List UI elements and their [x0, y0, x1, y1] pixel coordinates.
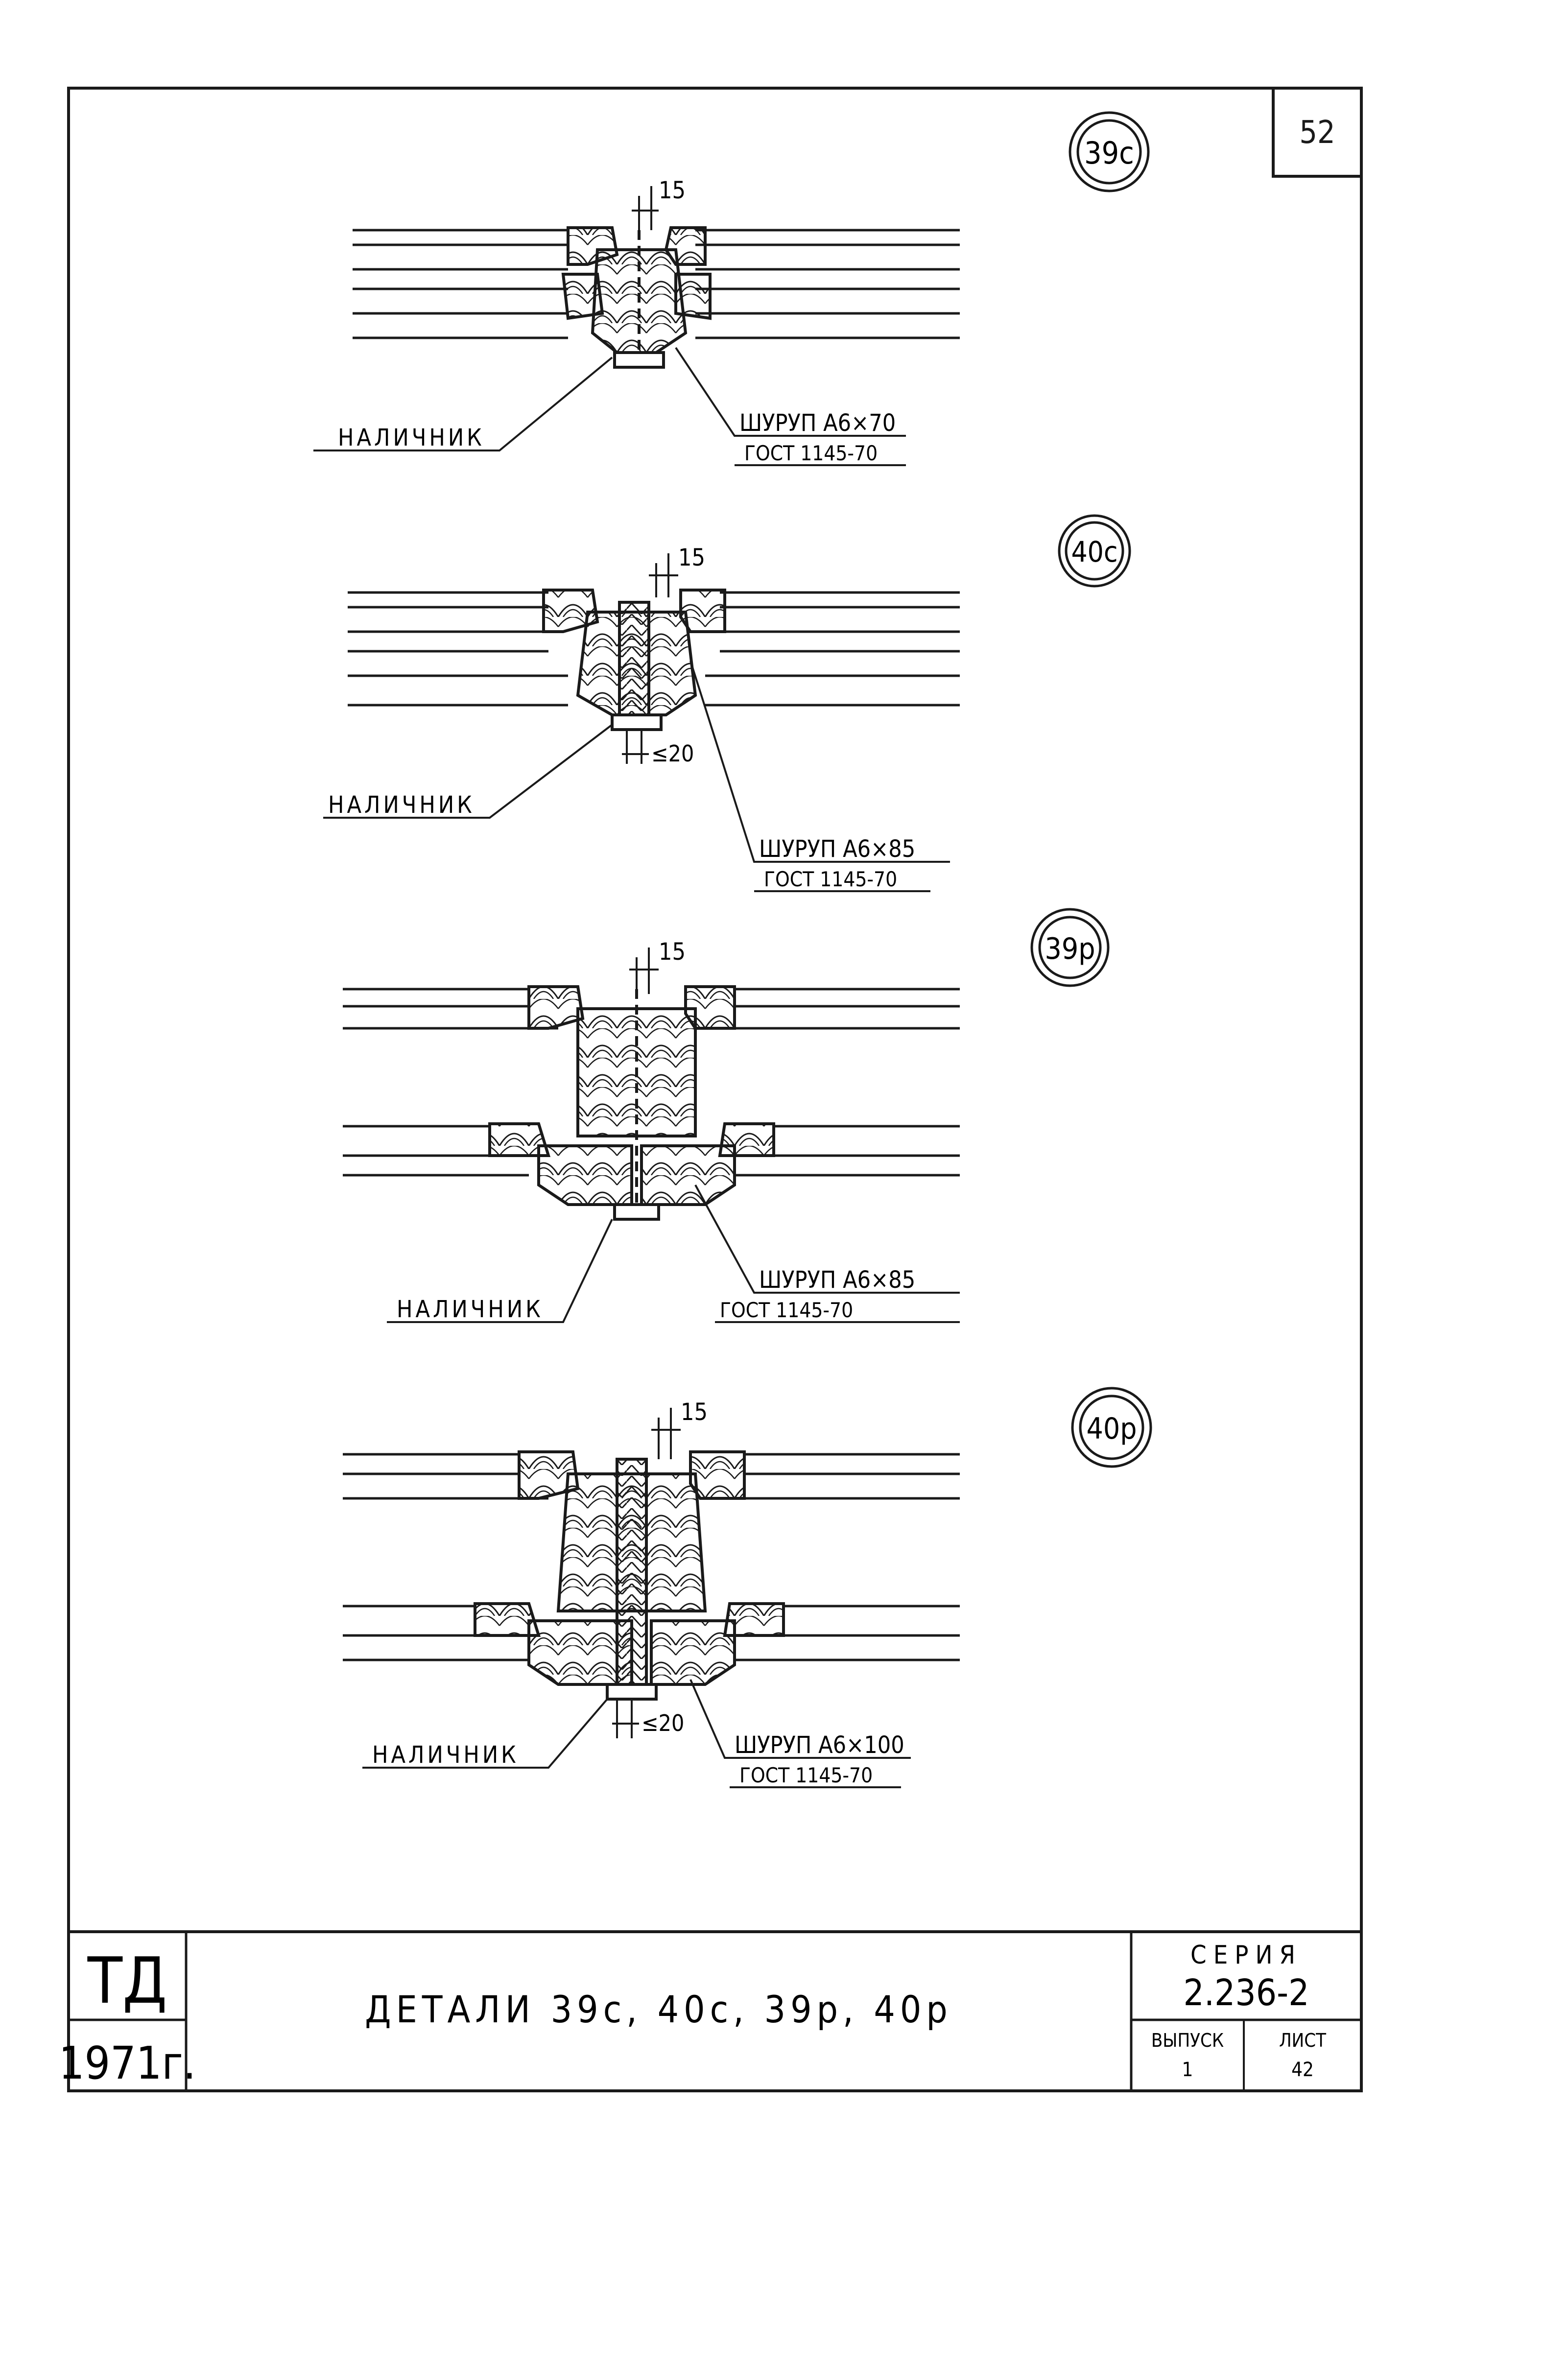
- frame-left: [527, 1619, 633, 1686]
- screw-leader: [675, 347, 906, 437]
- detail-id: 40р: [1087, 1412, 1137, 1446]
- dimension-value: 15: [681, 1398, 708, 1426]
- casing-label: НАЛИЧНИК: [372, 1741, 519, 1769]
- frame-left: [537, 1144, 633, 1206]
- frame-right: [640, 1144, 736, 1206]
- screw: [616, 1458, 648, 1686]
- detail-id: 40c: [1071, 535, 1117, 568]
- screw-label: ШУРУП А6×85: [759, 835, 915, 863]
- lower-dimension-value: ≤20: [641, 1710, 684, 1736]
- panel-lines: [353, 229, 960, 339]
- frame-right: [650, 1619, 736, 1686]
- dimension-15: [649, 553, 678, 597]
- dimension-value: 15: [659, 938, 686, 966]
- casing: [613, 351, 665, 369]
- screw-leader: [689, 661, 950, 863]
- standard-label: ГОСТ 1145-70: [764, 867, 897, 891]
- detail-id: 39c: [1084, 135, 1134, 171]
- casing: [613, 1203, 660, 1221]
- screw-leader: [689, 1679, 911, 1759]
- casing-label: НАЛИЧНИК: [397, 1296, 544, 1323]
- dimension-lower: [622, 730, 649, 764]
- detail-badge-40c: 40c: [1058, 514, 1131, 588]
- sheet-number-box: 52: [1272, 87, 1363, 178]
- title-block: ТД 1971г. ДЕТАЛИ 39с, 40с, 39р, 40р СЕРИ…: [59, 1930, 1361, 2091]
- bead-right-top: [689, 1450, 746, 1500]
- casing-leader: [323, 724, 613, 819]
- casing-label: НАЛИЧНИК: [328, 791, 475, 819]
- dimension-lower: [612, 1699, 639, 1738]
- panel-lines: [348, 591, 960, 707]
- org-code: ТД: [87, 1943, 167, 2018]
- screw-label: ШУРУП А6×70: [739, 409, 896, 437]
- series-value: 2.236-2: [1184, 1972, 1309, 2014]
- sheet-label: ЛИСТ: [1279, 2030, 1326, 2051]
- casing-leader: [387, 1219, 613, 1323]
- lower-dimension-value: ≤20: [651, 740, 694, 767]
- year: 1971г.: [59, 2037, 196, 2089]
- dimension-value: 15: [659, 177, 686, 204]
- standard-label: ГОСТ 1145-70: [744, 441, 878, 465]
- series-label: СЕРИЯ: [1190, 1941, 1302, 1970]
- sheet-value: 42: [1291, 2059, 1314, 2081]
- panel-lines: [343, 988, 960, 1177]
- casing: [611, 713, 663, 731]
- dimension-15: [629, 947, 659, 994]
- detail-39c: 39c 15: [313, 111, 1150, 466]
- screw-label: ШУРУП А6×85: [759, 1266, 915, 1294]
- detail-badge-39r: 39р: [1030, 908, 1110, 987]
- detail-40r: 40р 15 ≤20: [343, 1387, 1152, 1788]
- standard-label: ГОСТ 1145-70: [720, 1298, 853, 1322]
- sheet-frame: [67, 87, 1363, 2092]
- detail-badge-40r: 40р: [1071, 1387, 1152, 1468]
- panel-lines: [343, 1453, 960, 1661]
- screw: [618, 601, 650, 716]
- bead-left-top: [527, 985, 585, 1030]
- issue-label: ВЫПУСК: [1151, 2030, 1224, 2051]
- dimension-value: 15: [678, 544, 705, 571]
- detail-id: 39р: [1045, 932, 1095, 966]
- screw-leader: [694, 1184, 960, 1294]
- detail-39r: 39р 15: [343, 908, 1110, 1323]
- casing: [606, 1683, 658, 1701]
- issue-value: 1: [1182, 2059, 1193, 2081]
- drawing-title: ДЕТАЛИ 39с, 40с, 39р, 40р: [365, 1988, 952, 2031]
- casing-label: НАЛИЧНИК: [338, 424, 485, 451]
- dimension-15: [632, 186, 659, 230]
- bead-left-top: [518, 1450, 580, 1500]
- sheet-number: 52: [1299, 115, 1335, 151]
- casing-leader: [313, 356, 613, 451]
- casing-leader: [362, 1698, 608, 1769]
- bead-left-top: [542, 589, 599, 633]
- detail-badge-39c: 39c: [1069, 111, 1150, 192]
- detail-40c: 40c 15 ≤20: [323, 514, 1131, 892]
- standard-label: ГОСТ 1145-70: [739, 1763, 873, 1787]
- dimension-15: [651, 1408, 681, 1459]
- screw-label: ШУРУП А6×100: [735, 1731, 904, 1759]
